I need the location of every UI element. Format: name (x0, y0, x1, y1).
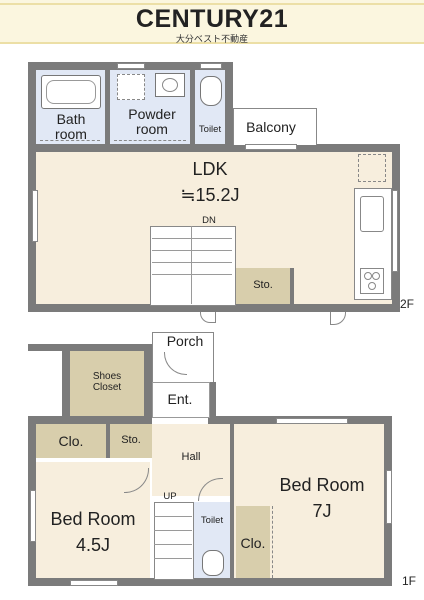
door-swing (200, 312, 216, 323)
door-threshold (114, 140, 186, 141)
bathtub-icon (41, 75, 101, 109)
stair-step (152, 262, 232, 263)
washer-space-icon (117, 74, 145, 100)
staircase (150, 226, 236, 306)
door-threshold (40, 140, 100, 141)
entrance-label: Ent. (167, 391, 193, 407)
stair-step (154, 516, 192, 517)
company-logo: CENTURY21 (135, 5, 289, 33)
closet-left (36, 424, 106, 458)
company-name: 大分ベスト不動産 (175, 35, 249, 45)
wall (62, 344, 70, 424)
stair-step (152, 250, 232, 251)
wall (28, 62, 36, 312)
stove-icon (360, 268, 384, 294)
stair-step (191, 226, 192, 304)
bath-room-label: Bath room (55, 111, 87, 142)
stair-step (154, 558, 192, 559)
wall (105, 70, 110, 144)
wall (144, 344, 152, 424)
kitchen-sink-icon (360, 196, 384, 232)
header-band (0, 0, 424, 44)
wall (225, 62, 233, 150)
shoes-closet-label: Shoes Closet (92, 371, 122, 393)
storage-1f (110, 424, 152, 458)
floor-2-plan: Bath room Powder room Toilet Balcony LDK… (28, 62, 415, 325)
wall (28, 344, 70, 351)
range-hood-icon (358, 154, 386, 182)
closet-right-fill (236, 506, 270, 578)
storage-1f-label: Sto. (121, 434, 141, 446)
floor-1-plan: Porch Shoes Closet Ent. Clo. Sto. Hall B… (0, 330, 424, 600)
wall (208, 382, 216, 424)
wall (106, 424, 110, 458)
window (32, 190, 38, 242)
window (392, 190, 398, 272)
bed-room-left-label: Bed Room (50, 509, 136, 529)
wall (190, 70, 195, 144)
toilet-label: Toilet (198, 124, 222, 135)
sink-icon (155, 73, 185, 97)
window (386, 470, 392, 524)
shoes-closet (70, 351, 144, 416)
balcony-label: Balcony (246, 119, 296, 135)
door-swing (330, 312, 346, 325)
bed-room-left-size: 4.5J (75, 535, 111, 555)
header-stripe (0, 3, 424, 5)
header-stripe (0, 42, 424, 44)
wall (28, 416, 152, 424)
stair-step (154, 544, 192, 545)
window (200, 63, 222, 69)
window (245, 144, 297, 150)
toilet-1f-label: Toilet (200, 515, 224, 526)
toilet-icon (200, 76, 222, 106)
stair-step (152, 238, 232, 239)
entrance (152, 382, 210, 418)
ldk-label: LDK (192, 159, 228, 179)
up-label: UP (163, 491, 177, 502)
stair-step (154, 530, 192, 531)
wall (28, 144, 399, 152)
window (276, 418, 348, 424)
ldk-size: ≒15.2J (180, 185, 240, 205)
storage-label: Sto. (253, 279, 273, 291)
storage-2f (236, 268, 290, 304)
staircase (154, 502, 194, 580)
porch-label: Porch (166, 333, 204, 349)
floor-1-label: 1F (402, 574, 417, 588)
door-threshold (272, 506, 273, 578)
closet-right-label: Clo. (240, 535, 266, 551)
wall (290, 268, 294, 304)
wall (28, 304, 400, 312)
balcony (233, 108, 317, 145)
window (117, 63, 145, 69)
closet-left-label: Clo. (58, 433, 84, 449)
toilet-icon (202, 550, 224, 576)
wall (28, 578, 392, 586)
down-label: DN (202, 215, 216, 226)
powder-room-label: Powder room (128, 106, 176, 137)
floor-2-label: 2F (400, 297, 415, 311)
hall-label: Hall (181, 451, 201, 463)
window (30, 490, 36, 542)
bed-room-right-size: 7J (312, 501, 332, 521)
wall (70, 344, 152, 351)
stair-step (152, 274, 232, 275)
window (70, 580, 118, 586)
wall (230, 424, 234, 578)
bed-room-right-label: Bed Room (279, 475, 365, 495)
